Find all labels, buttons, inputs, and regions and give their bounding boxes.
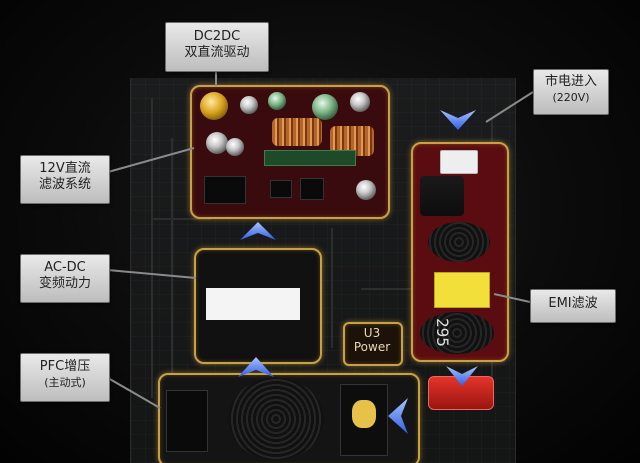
arrow-left-pfc-icon [388,398,408,434]
callout-pfc-subtitle: (主动式) [44,376,86,389]
emi-choke [420,312,494,354]
callout-mains-title: 市电进入 [544,74,597,89]
leader-emi [493,293,531,303]
callout-dcdc: DC2DC 双直流驱动 [165,22,269,72]
callout-emi-filter: EMI滤波 [530,289,616,323]
capacitor [200,92,228,120]
daughter-board [264,150,356,166]
chip [270,180,292,198]
u3-label: U3 [363,326,381,340]
capacitor [206,132,228,154]
leader-pfc [107,377,161,409]
callout-acdc-subtitle: 变频动力 [38,276,91,291]
pfc-inductor [228,378,324,460]
callout-dcdc-title: DC2DC [193,29,241,44]
leader-acdc [107,269,197,279]
callout-12v-subtitle: 滤波系统 [38,177,91,192]
callout-dcdc-subtitle: 双直流驱动 [184,45,250,60]
chip [300,178,324,200]
callout-pfc-title: PFC增压 [39,359,91,374]
transformer-label [206,288,300,320]
callout-12v-filter: 12V直流 滤波系统 [20,155,110,204]
emi-component [420,176,464,216]
u3-power-chip-label: U3 Power [343,326,401,354]
callout-mains-subtitle: (220V) [552,91,590,104]
callout-pfc: PFC增压 (主动式) [20,353,110,402]
capacitor [350,92,370,112]
arrow-down-mains-icon [440,110,476,130]
emi-choke [428,222,490,262]
callout-mains-input: 市电进入 (220V) [533,69,609,115]
leader-12v [107,147,195,173]
bridge-rectifier [166,390,208,452]
arrow-up-dcdc-icon [240,222,276,240]
callout-acdc: AC-DC 变频动力 [20,254,110,303]
callout-12v-title: 12V直流 [39,161,91,176]
chip [204,176,246,204]
callout-acdc-title: AC-DC [44,260,86,275]
mains-connector [440,150,478,174]
capacitor [268,92,286,110]
callout-emi-title: EMI滤波 [548,296,598,311]
power-label: Power [353,340,391,354]
leader-mains [485,91,534,123]
arrow-up-acdc-icon [238,357,274,377]
arrow-down-emi-icon [446,366,478,386]
capacitor [312,94,338,120]
x-capacitor [434,272,490,308]
capacitor [226,138,244,156]
label-sticker [352,400,376,428]
capacitor [240,96,258,114]
capacitor [356,180,376,200]
u3-power-chip-frame [343,322,403,366]
inductor-coil [272,118,322,146]
